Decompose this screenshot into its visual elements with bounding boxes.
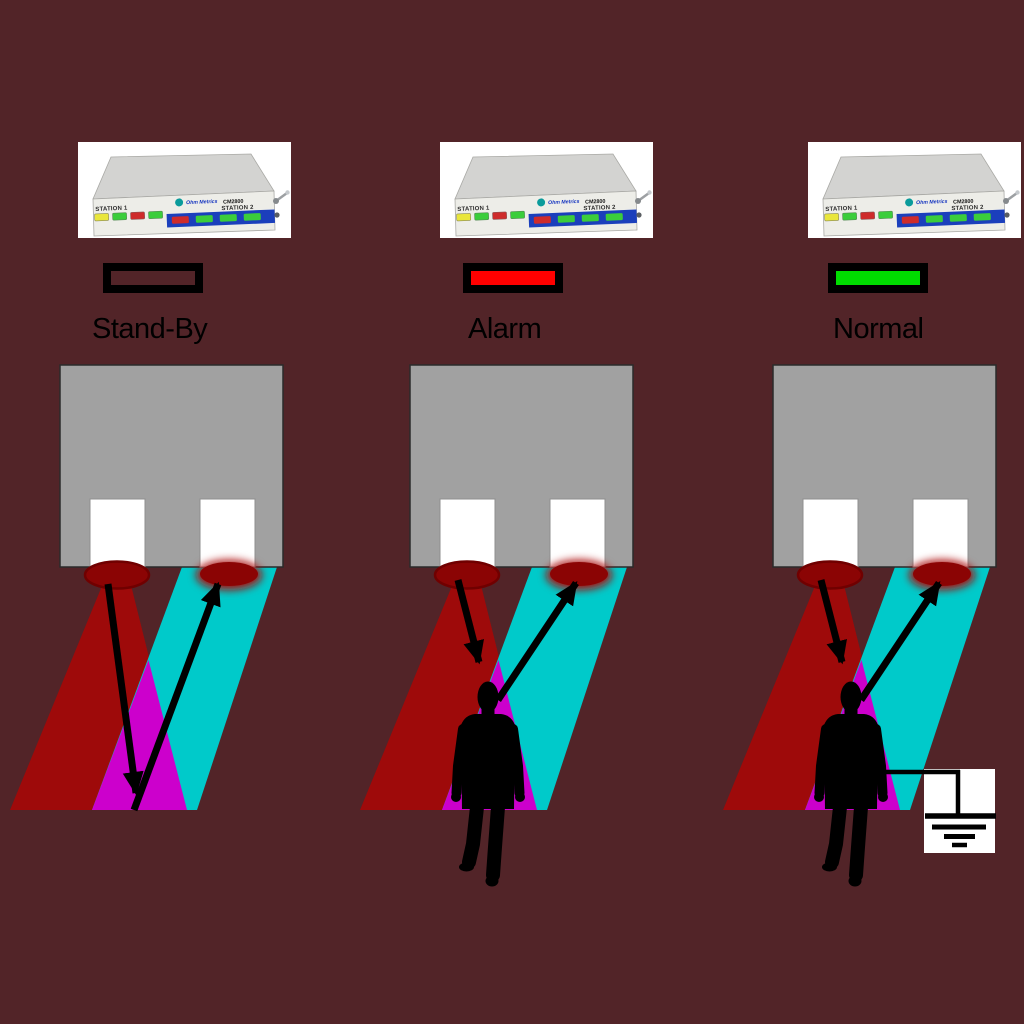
beam-arrow-up	[130, 581, 222, 812]
state-label-alarm: Alarm	[468, 313, 542, 345]
brand-name: Ohm Metrics	[916, 199, 948, 206]
panel-normal	[723, 365, 996, 887]
led-green	[842, 212, 858, 221]
led-green	[510, 210, 525, 219]
beam-arrow-up	[495, 580, 579, 702]
station2-label: STATION 2	[951, 205, 984, 212]
led-yellow	[94, 213, 110, 222]
led-green	[219, 214, 237, 222]
station1-label: STATION 1	[825, 206, 858, 213]
status-indicator-fill	[463, 263, 563, 293]
led-green	[112, 212, 128, 221]
device-photo-2: STATION 1 Ohm Metrics CM2800 STATION 2	[440, 142, 653, 238]
led-green	[605, 213, 623, 221]
toggle-switch-knob	[285, 190, 290, 195]
status-indicator-fill	[103, 263, 203, 293]
device-photo-1: STATION 1 Ohm Metrics CM2800 STATION 2	[78, 142, 291, 238]
toggle-switch-knob	[647, 190, 652, 195]
led-green	[949, 214, 967, 222]
led-green	[195, 215, 213, 223]
led-green	[925, 215, 943, 223]
led-green	[878, 210, 893, 219]
led-red	[130, 211, 146, 220]
station1-label: STATION 1	[95, 206, 128, 213]
connector-jack	[274, 212, 280, 218]
beam-arrow-down	[817, 579, 847, 665]
connector-jack	[636, 212, 642, 218]
led-yellow	[456, 213, 472, 222]
led-red	[171, 216, 189, 224]
led-red	[860, 211, 876, 220]
led-red	[492, 211, 508, 220]
led-red	[901, 216, 919, 224]
brand-logo-icon	[905, 198, 914, 207]
station2-label: STATION 2	[583, 205, 616, 212]
led-green	[243, 213, 261, 221]
brand-name: Ohm Metrics	[548, 199, 580, 206]
panel-standby	[10, 365, 283, 810]
station1-label: STATION 1	[457, 206, 490, 213]
led-green	[557, 215, 575, 223]
beam-arrow-up	[858, 580, 942, 702]
led-red	[533, 216, 551, 224]
led-green	[474, 212, 490, 221]
device-photo-3: STATION 1 Ohm Metrics CM2800 STATION 2	[808, 142, 1021, 238]
brand-logo-icon	[537, 198, 546, 207]
toggle-switch-knob	[1015, 190, 1020, 195]
station2-label: STATION 2	[221, 205, 254, 212]
connector-jack	[1004, 212, 1010, 218]
brand-logo-icon	[175, 198, 184, 207]
state-label-normal: Normal	[833, 313, 924, 345]
brand-name: Ohm Metrics	[186, 199, 218, 206]
led-yellow	[824, 213, 840, 222]
led-green	[973, 213, 991, 221]
led-green	[581, 214, 599, 222]
beam-arrow-down	[454, 579, 484, 665]
status-indicator-standby	[103, 263, 203, 293]
model-number: CM2800	[223, 199, 244, 206]
status-indicator-alarm	[463, 263, 563, 293]
status-indicator-fill	[828, 263, 928, 293]
toggle-switch-base	[635, 198, 641, 204]
beam-arrow-down	[104, 583, 144, 796]
state-label-standby: Stand-By	[92, 313, 208, 345]
toggle-switch-base	[273, 198, 279, 204]
model-number: CM2800	[585, 199, 606, 206]
status-indicator-normal	[828, 263, 928, 293]
ground-connection	[872, 769, 996, 853]
panel-alarm	[360, 365, 633, 887]
toggle-switch-base	[1003, 198, 1009, 204]
led-green	[148, 210, 163, 219]
model-number: CM2800	[953, 199, 974, 206]
